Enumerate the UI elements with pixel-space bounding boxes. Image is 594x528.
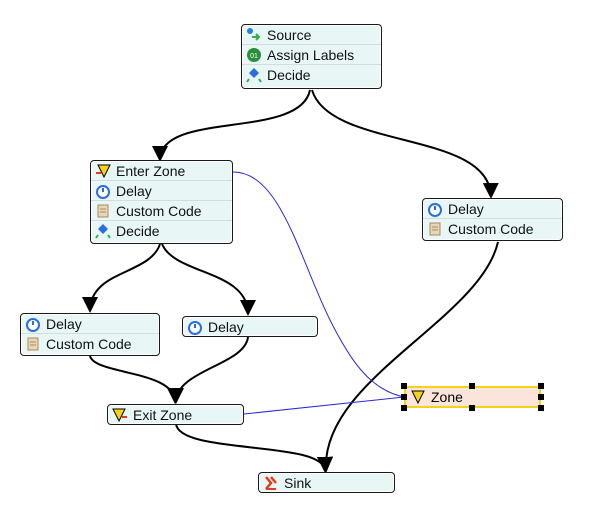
block-enter-zone-group[interactable]: Enter Zone Delay Custom Code Decide bbox=[90, 160, 233, 244]
activity-label: Delay bbox=[46, 315, 82, 332]
svg-text:01: 01 bbox=[250, 53, 258, 60]
link-b1-b4 bbox=[311, 89, 499, 199]
block-delay-middle[interactable]: Delay bbox=[182, 316, 318, 337]
resize-handle[interactable] bbox=[538, 383, 544, 389]
link-b3-b6 bbox=[89, 355, 183, 404]
link-b2-b3 bbox=[82, 243, 161, 313]
link-b6-b7 bbox=[175, 423, 333, 473]
block-source-group[interactable]: Source 01 Assign Labels Decide bbox=[241, 24, 382, 89]
activity-row[interactable]: Decide bbox=[91, 221, 232, 241]
activity-label: Decide bbox=[116, 223, 160, 239]
link-b2-b5 bbox=[161, 243, 256, 316]
assign-labels-icon: 01 bbox=[247, 47, 261, 62]
activity-row[interactable]: 01 Assign Labels bbox=[242, 45, 381, 65]
activity-row[interactable]: Delay bbox=[21, 314, 159, 334]
activity-row[interactable]: Delay bbox=[423, 199, 562, 219]
zone-link-enter bbox=[231, 171, 405, 398]
activity-row[interactable]: Source bbox=[242, 25, 381, 45]
resize-handle[interactable] bbox=[469, 405, 475, 411]
link-b5-b6 bbox=[168, 336, 249, 404]
resize-handle[interactable] bbox=[538, 405, 544, 411]
activity-row[interactable]: Custom Code bbox=[21, 334, 159, 354]
activity-label: Custom Code bbox=[46, 336, 132, 352]
activity-row[interactable]: Decide bbox=[242, 65, 381, 85]
resize-handle[interactable] bbox=[469, 383, 475, 389]
activity-label: Exit Zone bbox=[133, 407, 193, 423]
activity-row[interactable]: Exit Zone bbox=[108, 405, 243, 425]
activity-label: Enter Zone bbox=[116, 162, 186, 179]
zone-link-exit bbox=[243, 396, 405, 415]
activity-row[interactable]: Delay bbox=[91, 181, 232, 201]
enter-zone-icon bbox=[96, 164, 111, 178]
activity-row[interactable]: Enter Zone bbox=[91, 161, 232, 181]
activity-label: Delay bbox=[448, 200, 484, 217]
resize-handle[interactable] bbox=[401, 405, 407, 411]
activity-label: Delay bbox=[208, 319, 244, 335]
delay-icon bbox=[428, 202, 442, 217]
activity-row[interactable]: Custom Code bbox=[91, 201, 232, 221]
resize-handle[interactable] bbox=[401, 394, 407, 400]
activity-label: Delay bbox=[116, 182, 152, 199]
source-icon bbox=[247, 27, 261, 41]
block-delay-code-left[interactable]: Delay Custom Code bbox=[20, 313, 160, 356]
activity-row[interactable]: Custom Code bbox=[423, 219, 562, 239]
block-delay-code-right[interactable]: Delay Custom Code bbox=[422, 198, 563, 241]
activity-label: Sink bbox=[284, 475, 312, 491]
activity-label: Decide bbox=[267, 67, 311, 83]
activity-label: Custom Code bbox=[116, 202, 202, 219]
delay-icon bbox=[26, 317, 40, 332]
activity-label: Source bbox=[267, 26, 312, 43]
activity-row[interactable]: Delay bbox=[183, 317, 317, 337]
zone-label: Zone bbox=[431, 389, 463, 405]
link-b1-b2 bbox=[152, 89, 311, 162]
delay-icon bbox=[96, 184, 110, 199]
delay-icon bbox=[188, 321, 202, 335]
custom-code-icon bbox=[27, 337, 39, 351]
exit-zone-icon bbox=[112, 408, 127, 423]
link-b4-b7 bbox=[317, 241, 499, 473]
custom-code-icon bbox=[97, 204, 109, 217]
activity-label: Assign Labels bbox=[267, 46, 355, 63]
decide-icon bbox=[95, 224, 111, 239]
decide-icon bbox=[246, 68, 262, 83]
activity-row[interactable]: Sink bbox=[259, 473, 394, 493]
custom-code-icon bbox=[429, 222, 441, 236]
block-exit-zone[interactable]: Exit Zone bbox=[107, 404, 244, 425]
zone-icon bbox=[411, 390, 425, 405]
block-sink[interactable]: Sink bbox=[258, 472, 395, 493]
activity-label: Custom Code bbox=[448, 221, 534, 237]
resize-handle[interactable] bbox=[401, 383, 407, 389]
resize-handle[interactable] bbox=[538, 394, 544, 400]
sink-icon bbox=[265, 476, 277, 490]
